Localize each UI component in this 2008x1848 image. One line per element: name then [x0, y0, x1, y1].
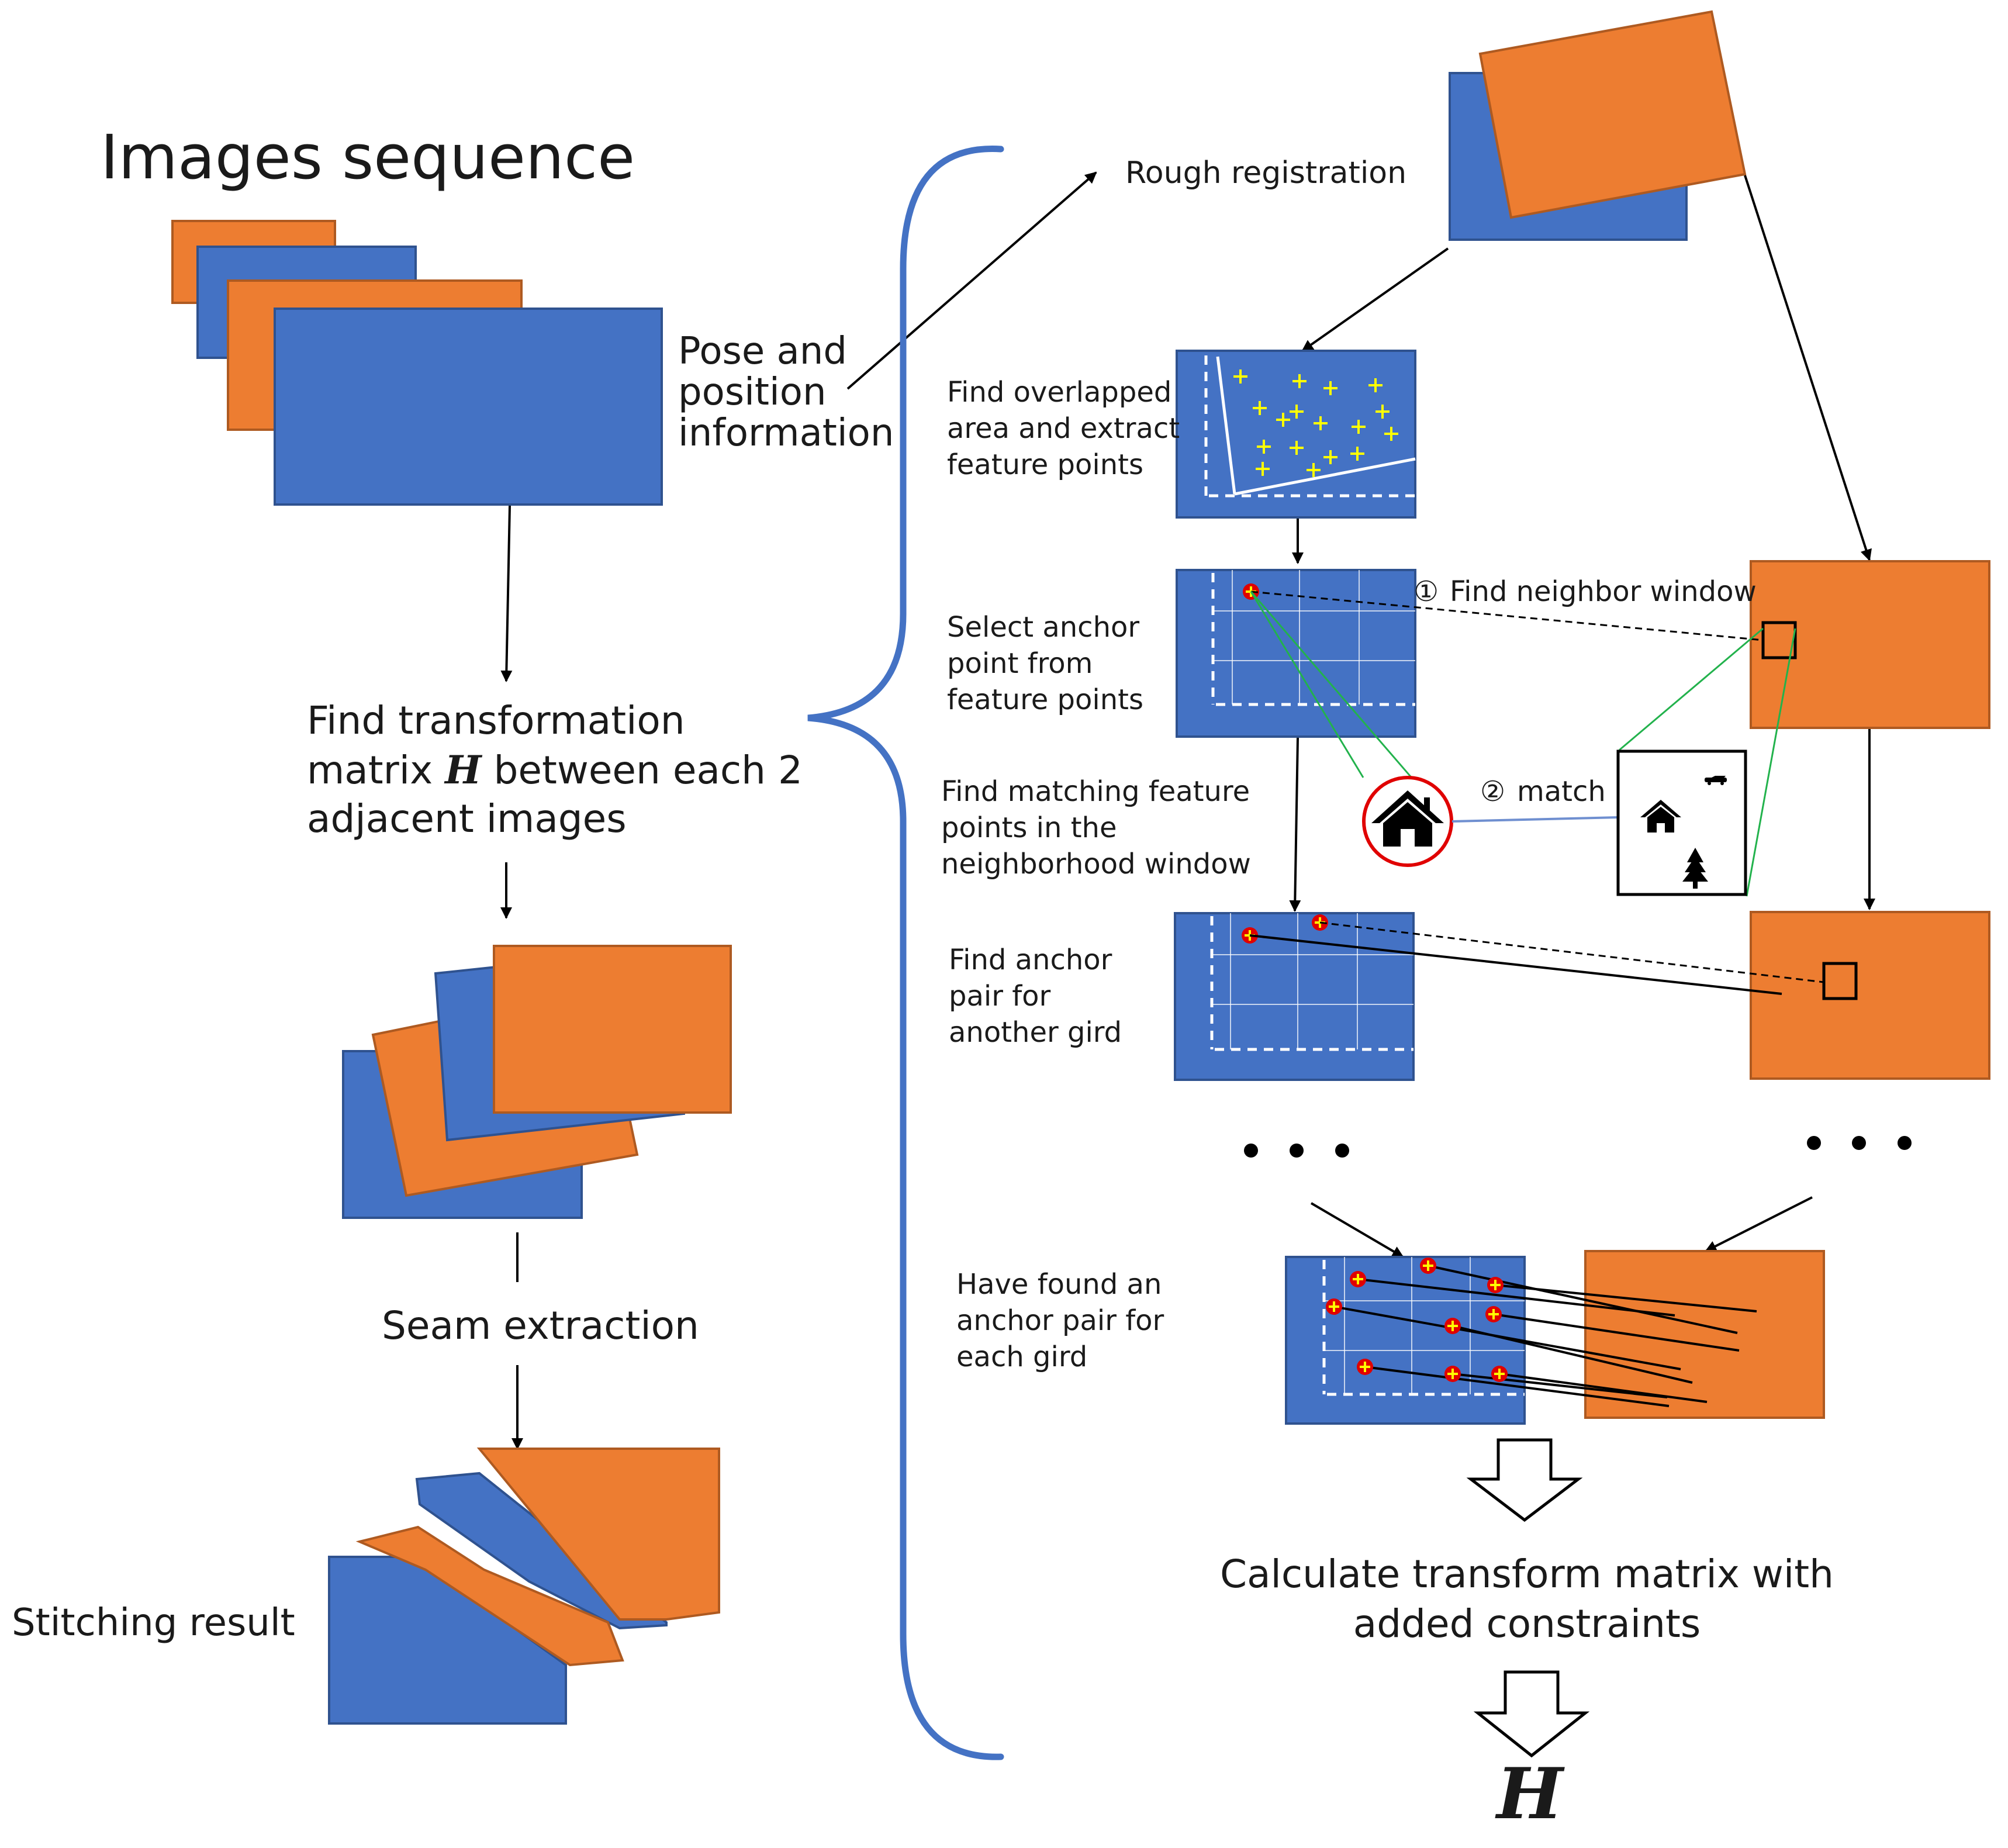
zoom-lines: [1250, 591, 1796, 897]
overlap-feature-box: [1176, 350, 1416, 519]
svg-text:area and extract: area and extract: [947, 412, 1180, 445]
rough-registration-images: [1449, 10, 1747, 241]
arrow-rough-to-overlap: [1301, 247, 1449, 352]
dashed-anchor-to-window: [1250, 590, 1764, 641]
arrow-stack-down: [500, 505, 513, 682]
hollow-arrow-2: [1473, 1670, 1590, 1758]
seam-extraction-label: Seam extraction: [382, 1303, 699, 1348]
svg-text:adjacent images: adjacent images: [307, 796, 627, 841]
svg-text:pair for: pair for: [949, 980, 1050, 1013]
svg-text:anchor pair for: anchor pair for: [956, 1304, 1164, 1337]
svg-text:position: position: [678, 371, 827, 414]
svg-text:each gird: each gird: [956, 1341, 1087, 1373]
result-H: H: [1495, 1753, 1565, 1835]
car-icon: [1705, 776, 1727, 785]
svg-text:information: information: [678, 412, 894, 455]
tree-icon: [1682, 848, 1708, 889]
svg-text:Calculate transform matrix wit: Calculate transform matrix with: [1220, 1552, 1834, 1597]
svg-text:Find overlapped: Find overlapped: [947, 376, 1171, 409]
arrow-pose-to-rough: [846, 171, 1097, 390]
svg-text:points in the: points in the: [941, 811, 1117, 844]
step2-label: ② match: [1480, 775, 1606, 808]
stitching-result-image: [328, 1448, 720, 1725]
svg-text:Find anchor: Find anchor: [949, 944, 1112, 976]
svg-text:neighborhood window: neighborhood window: [941, 848, 1251, 880]
svg-text:①: ①: [1413, 575, 1439, 608]
image-stack: [171, 220, 663, 506]
neighbor-window: [1761, 621, 1797, 659]
find-transformation-label: Find transformation matrix H between eac…: [307, 698, 803, 841]
find-overlapped-label: Find overlapped area and extract feature…: [947, 376, 1180, 481]
find-anchor-pair-label: Find anchor pair for another gird: [949, 944, 1122, 1049]
target-image-box-1: [1750, 560, 1990, 729]
house-icon: [1640, 800, 1681, 833]
svg-text:Find neighbor window: Find neighbor window: [1450, 575, 1757, 608]
arrow-dots-to-final-right: [1705, 1196, 1813, 1252]
rough-registration-label: Rough registration: [1125, 156, 1406, 191]
svg-text:Select anchor: Select anchor: [947, 611, 1139, 644]
svg-text:feature points: feature points: [947, 448, 1143, 481]
svg-text:feature points: feature points: [947, 683, 1143, 716]
arrow-rough-to-orange1: [1744, 175, 1872, 561]
calculate-label: Calculate transform matrix with added co…: [1220, 1552, 1834, 1646]
select-anchor-label: Select anchor point from feature points: [947, 611, 1143, 716]
anchor-grid-box-2: [1174, 912, 1415, 1081]
final-match-lines: [1333, 1265, 1757, 1407]
aligned-images: [342, 945, 732, 1219]
svg-text:another gird: another gird: [949, 1016, 1122, 1049]
have-found-label: Have found an anchor pair for each gird: [956, 1268, 1164, 1373]
anchor-grid-box: [1176, 569, 1416, 738]
svg-text:point from: point from: [947, 647, 1093, 680]
svg-text:matrix H between each 2: matrix H between each 2: [307, 747, 803, 793]
svg-text:Find transformation: Find transformation: [307, 698, 685, 743]
svg-text:Pose and: Pose and: [678, 330, 847, 373]
house-icon: [1371, 790, 1444, 847]
svg-text:Find matching feature: Find matching feature: [941, 775, 1250, 808]
match-line: [1451, 816, 1620, 823]
pose-position-label: Pose and position information: [678, 330, 894, 455]
svg-text:added constraints: added constraints: [1353, 1601, 1701, 1646]
anchor-pair-dashed: [1319, 921, 1824, 983]
svg-text:②: ②: [1480, 775, 1505, 808]
neighbor-window-2: [1822, 962, 1858, 1000]
feature-points: [1233, 369, 1398, 477]
hollow-arrow-1: [1466, 1438, 1583, 1522]
ellipsis-right: [1807, 1136, 1912, 1150]
target-image-box-2: [1750, 911, 1990, 1080]
title-images-sequence: Images sequence: [101, 122, 635, 193]
svg-text:match: match: [1517, 775, 1606, 808]
final-anchor-points: [1326, 1258, 1508, 1382]
find-matching-label: Find matching feature points in the neig…: [941, 775, 1251, 880]
step1-label: ① Find neighbor window: [1413, 575, 1757, 608]
arrow-grid-to-grid2: [1289, 737, 1301, 912]
anchor-pair-line: [1249, 934, 1782, 995]
magnified-anchor: [1362, 776, 1453, 867]
svg-text:Have found an: Have found an: [956, 1268, 1162, 1301]
ellipsis-left: [1244, 1144, 1349, 1158]
neighbor-window-zoom: [1616, 749, 1747, 896]
curly-brace: [807, 146, 1004, 1760]
stitching-result-label: Stitching result: [12, 1601, 295, 1645]
arrow-dots-to-final-left: [1310, 1202, 1404, 1258]
